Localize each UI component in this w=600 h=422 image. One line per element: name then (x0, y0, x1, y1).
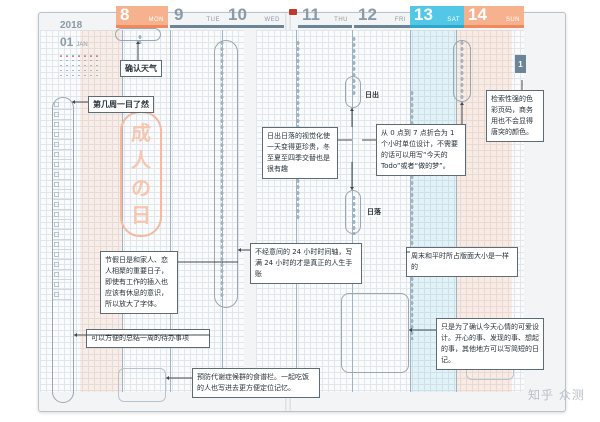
day-header-fri: 12 FRI (354, 6, 410, 28)
day-number: 8 (120, 5, 130, 24)
day-number: 13 (414, 5, 433, 24)
callout-diet: 预防代谢症候群的食谱栏。一起吃饭的人也写进去更方便定位记忆。 (192, 368, 320, 398)
weekly-todo-column (52, 100, 72, 340)
day-of-week: MON (148, 17, 164, 23)
mini-calendar-holidays (58, 54, 102, 58)
day-header-mon: 8 MON (116, 6, 168, 28)
column-divider (122, 30, 123, 392)
weather-highlight (115, 28, 161, 41)
callout-confirm-weather: 确认天气 (120, 60, 162, 77)
callout-mood-box: 只是为了确认今天心情的可爱设计。开心的事、发现的事、想起的事，其他地方可以写简短… (436, 318, 544, 370)
month-number: 01 (60, 35, 74, 49)
todo-checkbox[interactable] (54, 112, 59, 117)
callout-color-pages: 检索性强的色彩页码，商务用也不会显得唐突的颜色。 (486, 90, 544, 142)
stamp-char: 成 (131, 120, 151, 145)
day-of-week: THU (334, 17, 348, 23)
todo-checkbox[interactable] (54, 142, 59, 147)
todo-checkbox[interactable] (54, 172, 59, 177)
stamp-char: の (131, 175, 151, 200)
hour-scale-sat (460, 40, 464, 100)
day-header-sun: 14 SUN (464, 6, 524, 28)
callout-week-number: 第几周一目了然 (88, 96, 154, 113)
todo-checkbox[interactable] (54, 282, 59, 287)
hour-scale-sat-line (410, 90, 414, 340)
column-divider (170, 30, 171, 392)
year: 2018 (60, 20, 83, 31)
todo-checkbox[interactable] (54, 232, 59, 237)
day-of-week: FRI (394, 17, 406, 23)
early-hours-highlight (453, 40, 471, 102)
todo-checkbox[interactable] (54, 182, 59, 187)
todo-checkbox[interactable] (54, 262, 59, 267)
bookmark-ribbon (289, 9, 297, 15)
callout-24-hours: 不经意间的 24 小时时间轴，写满 24 小时的才是真正的人生手账 (250, 243, 362, 284)
meal-slot (118, 368, 166, 402)
todo-checkbox[interactable] (54, 192, 59, 197)
hour-scale-thu-fri-bottom (352, 195, 356, 235)
day-of-week: SAT (447, 17, 460, 23)
callout-hour-unit: 从 0 点到 7 点折合为 1 个小时单位设计，不需要的话可以用写“今天的Tod… (376, 124, 466, 176)
stamp-char: 人 (131, 148, 151, 173)
callout-todo-week: 可以方便的总结一周的待办事项 (86, 329, 210, 348)
callout-weekend-size: 周末和平时所占版面大小是一样的 (406, 247, 518, 277)
day-of-week: SUN (505, 17, 520, 23)
todo-checkbox[interactable] (54, 242, 59, 247)
day-header-thu: 11 THU (298, 6, 352, 28)
todo-checkbox[interactable] (54, 222, 59, 227)
day-header-wed: 10 WED (224, 6, 284, 28)
day-number: 10 (228, 5, 247, 24)
week-number-badge: 1 (515, 55, 526, 73)
sunrise-highlight (345, 76, 361, 108)
todo-checkbox[interactable] (54, 292, 59, 297)
day-number: 9 (174, 5, 184, 24)
day-of-week: WED (264, 17, 280, 23)
todo-highlight (52, 97, 74, 403)
todo-checkbox[interactable] (54, 212, 59, 217)
todo-checkbox[interactable] (54, 202, 59, 207)
sunset-highlight (345, 190, 361, 234)
todo-checkbox[interactable] (54, 132, 59, 137)
todo-checkbox[interactable] (54, 162, 59, 167)
sunset-label: 日落 (366, 207, 382, 217)
todo-checkbox[interactable] (54, 152, 59, 157)
todo-checkbox[interactable] (54, 122, 59, 127)
day-header-sat: 13 SAT (410, 6, 464, 28)
timeline-highlight (214, 40, 238, 308)
callout-sun-viz: 日出日落的视觉化使一天变得更珍贵，冬至夏至四季交替也是很有趣 (262, 127, 338, 179)
day-of-week: TUE (206, 17, 220, 23)
day-number: 12 (358, 5, 377, 24)
todo-checkbox[interactable] (54, 252, 59, 257)
day-number: 11 (302, 5, 320, 24)
hour-scale-mon (138, 34, 142, 44)
hour-scale-tue (220, 40, 224, 300)
sunrise-label: 日出 (364, 90, 380, 100)
watermark: 知乎 众测 (528, 388, 585, 402)
mood-box-highlight (341, 293, 409, 373)
todo-checkbox[interactable] (54, 272, 59, 277)
hour-scale-thu-fri-top (352, 36, 356, 96)
column-divider (456, 30, 457, 392)
day-header-tue: 9 TUE (170, 6, 224, 28)
callout-holiday: 节假日是和家人、恋人相聚的重要日子，即使有工作的插入也应该有休息的意识，所以放大… (100, 251, 178, 314)
month-name: JAN (76, 42, 88, 48)
stamp-char: 日 (131, 203, 151, 228)
day-number: 14 (468, 5, 487, 24)
holiday-stamp: 成 人 の 日 (120, 111, 162, 237)
